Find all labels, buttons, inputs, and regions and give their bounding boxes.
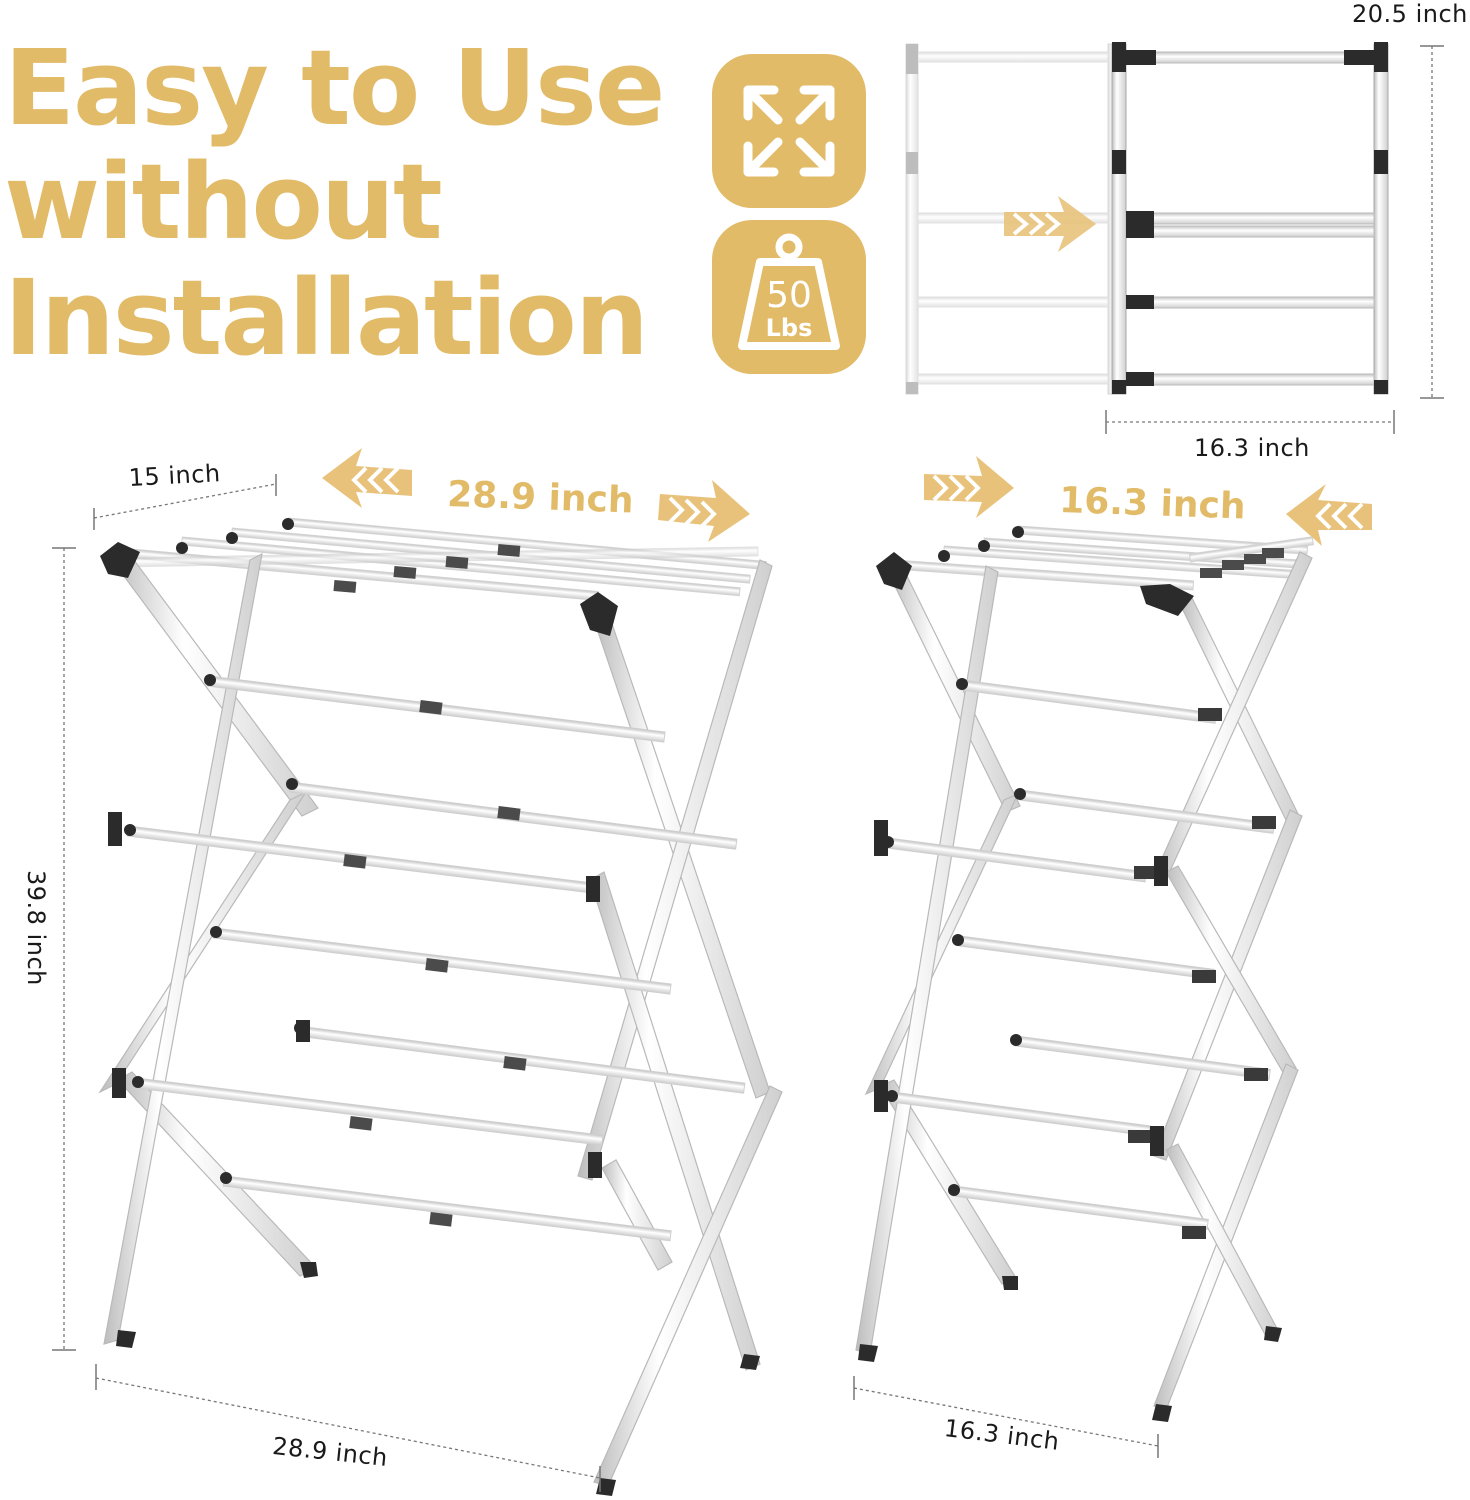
folded-width-top-label: 16.3 inch xyxy=(1058,480,1247,528)
headline-line-1: Easy to Use xyxy=(4,27,665,149)
weight-unit: Lbs xyxy=(766,314,813,342)
rack-expanded xyxy=(98,517,783,1496)
expand-badge xyxy=(712,54,866,208)
depth-label: 15 inch xyxy=(128,459,222,492)
arrow-right-icon xyxy=(658,480,750,542)
small-height-label: 20.5 inch xyxy=(1352,0,1468,28)
height-label: 39.8 inch xyxy=(22,870,50,986)
rack-front-view xyxy=(905,42,1444,434)
weight-badge: 50 Lbs xyxy=(712,220,866,374)
weight-value: 50 xyxy=(766,275,812,316)
expanded-width-top-label: 28.9 inch xyxy=(446,474,635,522)
arrow-right-icon xyxy=(1004,196,1096,252)
weight-icon: 50 Lbs xyxy=(738,233,840,350)
arrow-right-icon xyxy=(924,456,1014,518)
arrow-left-icon xyxy=(1286,484,1372,546)
arrow-left-icon xyxy=(322,448,412,508)
expand-arrows-icon xyxy=(743,85,835,177)
rack-folded xyxy=(855,525,1314,1422)
headline-line-2: without xyxy=(4,141,443,263)
headline-line-3: Installation xyxy=(4,257,649,379)
small-width-label: 16.3 inch xyxy=(1194,434,1310,462)
